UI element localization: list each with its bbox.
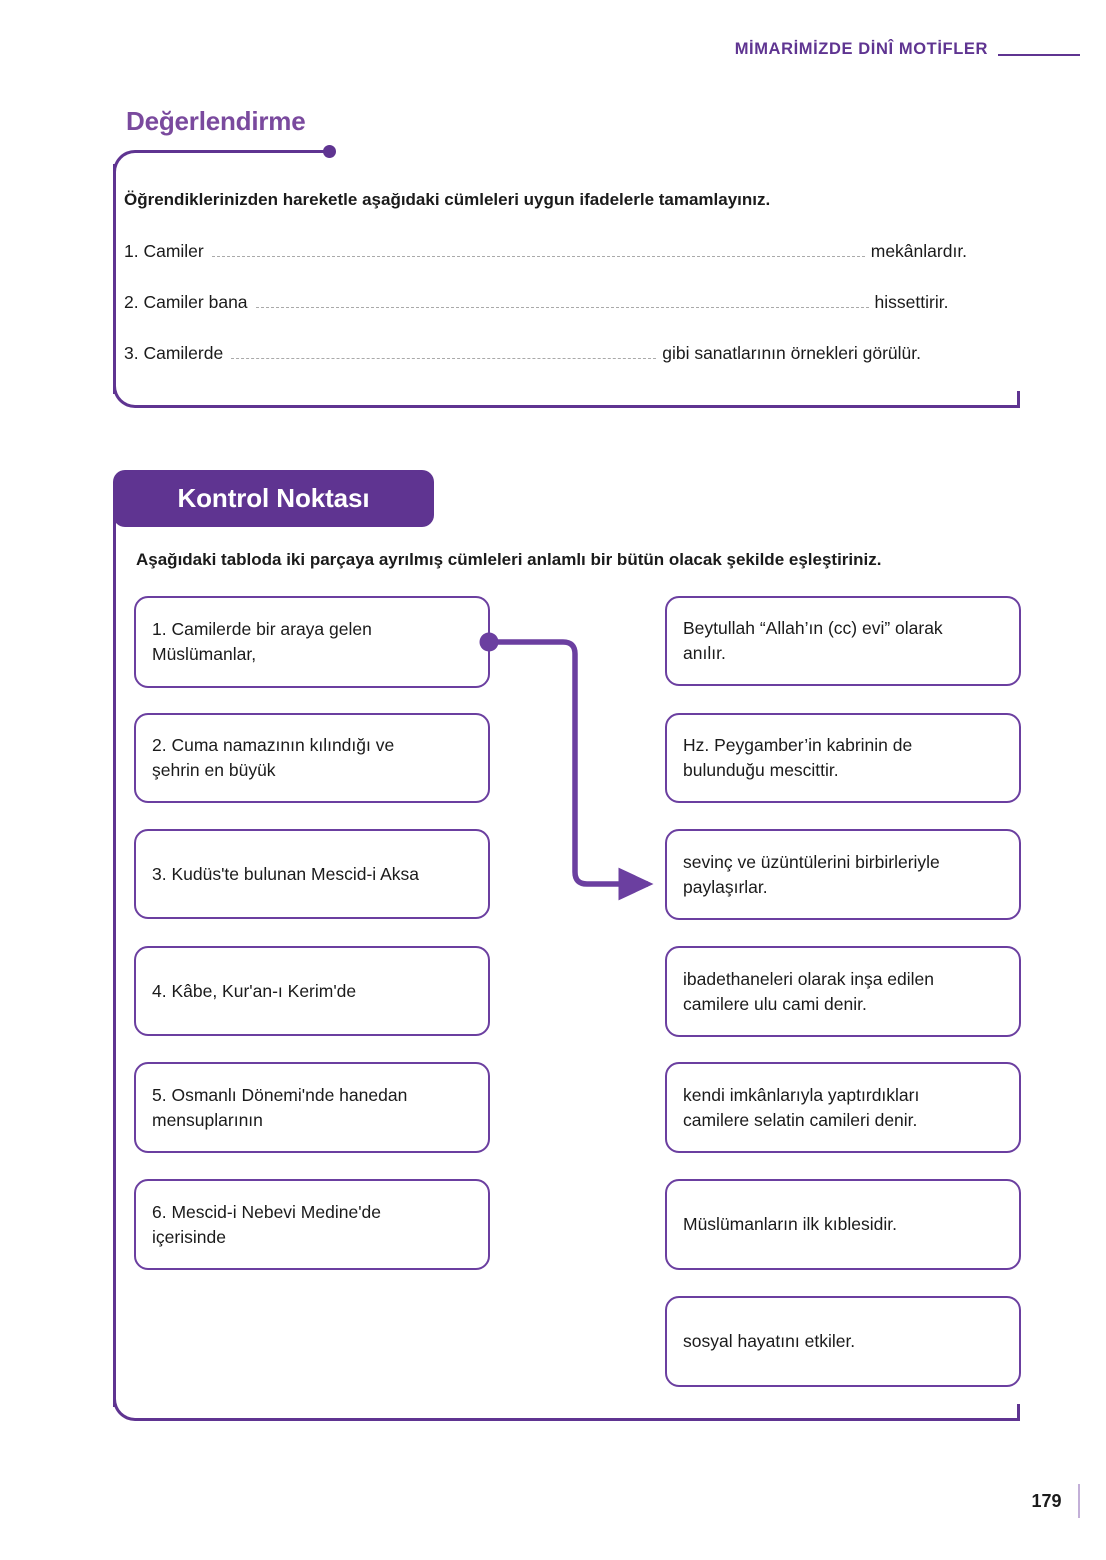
fill-in-item-1: 1. Camiler mekânlardır. <box>124 241 1106 262</box>
match-right-3-line2: paylaşırlar. <box>683 876 768 897</box>
page-header: MİMARİMİZDE DİNÎ MOTİFLER <box>735 40 1080 59</box>
match-left-item-5[interactable]: 5. Osmanlı Dönemi'nde hanedan mensupları… <box>134 1062 490 1153</box>
match-left-5-line1: 5. Osmanlı Dönemi'nde hanedan <box>152 1084 408 1105</box>
page-footer: 179 <box>1031 1484 1080 1518</box>
match-left-1-line2: Müslümanlar, <box>152 644 257 664</box>
match-right-4-line1: ibadethaneleri olarak inşa edilen <box>683 968 935 989</box>
fill-item-3-blank[interactable] <box>231 343 657 359</box>
match-right-6-line1: Müslümanların ilk kıblesidir. <box>683 1214 897 1235</box>
page-number: 179 <box>1031 1490 1062 1511</box>
match-right-item-6[interactable]: Müslümanların ilk kıblesidir. <box>665 1179 1021 1270</box>
match-left-5-line2: mensuplarının <box>152 1109 263 1130</box>
match-right-item-7[interactable]: sosyal hayatını etkiler. <box>665 1296 1021 1387</box>
match-right-item-3[interactable]: sevinç ve üzüntülerini birbirleriyle pay… <box>665 829 1021 920</box>
checkpoint-frame-edge-bottom <box>137 1418 1020 1421</box>
checkpoint-frame-edge-left <box>113 500 116 1407</box>
match-right-4-line2: camilere ulu cami denir. <box>683 993 867 1014</box>
checkpoint-frame <box>113 500 1020 1421</box>
match-right-5-line2: camilere selatin camileri denir. <box>683 1109 918 1130</box>
fill-item-3-lead: 3. Camilerde <box>124 343 224 363</box>
match-right-2-line2: bulunduğu mescittir. <box>683 760 839 780</box>
checkpoint-instruction: Aşağıdaki tabloda iki parçaya ayrılmış c… <box>136 550 882 569</box>
fill-item-1-tail: mekânlardır. <box>870 241 968 261</box>
evaluation-frame <box>113 145 1020 408</box>
fill-item-2-tail: hissettirir. <box>874 292 949 312</box>
frame-dot-icon <box>323 145 336 158</box>
match-left-item-2[interactable]: 2. Cuma namazının kılındığı ve şehrin en… <box>134 713 490 803</box>
match-left-6-line2: içerisinde <box>152 1226 226 1247</box>
match-right-5-line1: kendi imkânlarıyla yaptırdıkları <box>683 1084 920 1105</box>
match-left-3-line1: 3. Kudüs'te bulunan Mescid-i Aksa <box>152 863 419 884</box>
match-right-item-4[interactable]: ibadethaneleri olarak inşa edilen camile… <box>665 946 1021 1037</box>
match-left-item-1[interactable]: 1. Camilerde bir araya gelen Müslümanlar… <box>134 596 490 688</box>
frame-edge-left <box>113 164 116 394</box>
match-right-1-line1: Beytullah “Allah’ın (cc) evi” olarak <box>683 618 943 639</box>
match-left-6-line1: 6. Mescid-i Nebevi Medine'de <box>152 1201 382 1222</box>
fill-item-2-blank[interactable] <box>255 292 869 308</box>
fill-item-1-lead: 1. Camiler <box>124 241 204 261</box>
match-right-1-line2: anılır. <box>683 643 726 663</box>
match-right-3-line1: sevinç ve üzüntülerini birbirleriyle <box>683 851 940 872</box>
match-right-2-line1: Hz. Peygamber’in kabrinin de <box>683 735 913 756</box>
match-right-item-1[interactable]: Beytullah “Allah’ın (cc) evi” olarak anı… <box>665 596 1021 686</box>
match-left-1-line1: 1. Camilerde bir araya gelen <box>152 619 372 640</box>
match-left-2-line1: 2. Cuma namazının kılındığı ve <box>152 735 395 756</box>
header-title: MİMARİMİZDE DİNÎ MOTİFLER <box>734 40 988 58</box>
footer-bar <box>1077 1484 1080 1518</box>
checkpoint-frame-tick-end <box>1017 1404 1020 1421</box>
frame-corner-bottom-left <box>113 382 139 408</box>
fill-item-1-blank[interactable] <box>211 241 865 257</box>
evaluation-instruction: Öğrendiklerinizden hareketle aşağıdaki c… <box>124 190 771 209</box>
fill-in-item-3: 3. Camilerde gibi sanatlarının örnekleri… <box>124 343 1106 364</box>
match-right-item-5[interactable]: kendi imkânlarıyla yaptırdıkları camiler… <box>665 1062 1021 1153</box>
match-left-item-6[interactable]: 6. Mescid-i Nebevi Medine'de içerisinde <box>134 1179 490 1270</box>
checkpoint-badge: Kontrol Noktası <box>113 470 434 527</box>
match-left-item-4[interactable]: 4. Kâbe, Kur'an-ı Kerim'de <box>134 946 490 1036</box>
match-right-7-line1: sosyal hayatını etkiler. <box>683 1331 856 1352</box>
frame-edge-top <box>137 150 329 153</box>
checkpoint-frame-corner-bottom-left <box>113 1395 139 1421</box>
fill-item-2-lead: 2. Camiler bana <box>124 292 248 312</box>
frame-edge-bottom <box>137 405 1020 408</box>
header-rule <box>998 53 1080 56</box>
match-left-2-line2: şehrin en büyük <box>152 760 276 780</box>
match-right-item-2[interactable]: Hz. Peygamber’in kabrinin de bulunduğu m… <box>665 713 1021 803</box>
fill-in-item-2: 2. Camiler bana hissettirir. <box>124 292 1106 313</box>
frame-corner-top-left <box>113 150 139 176</box>
evaluation-heading: Değerlendirme <box>126 106 306 136</box>
frame-tick-end <box>1017 391 1020 408</box>
match-left-4-line1: 4. Kâbe, Kur'an-ı Kerim'de <box>152 980 357 1001</box>
match-left-item-3[interactable]: 3. Kudüs'te bulunan Mescid-i Aksa <box>134 829 490 919</box>
fill-item-3-tail: gibi sanatlarının örnekleri görülür. <box>662 343 921 363</box>
